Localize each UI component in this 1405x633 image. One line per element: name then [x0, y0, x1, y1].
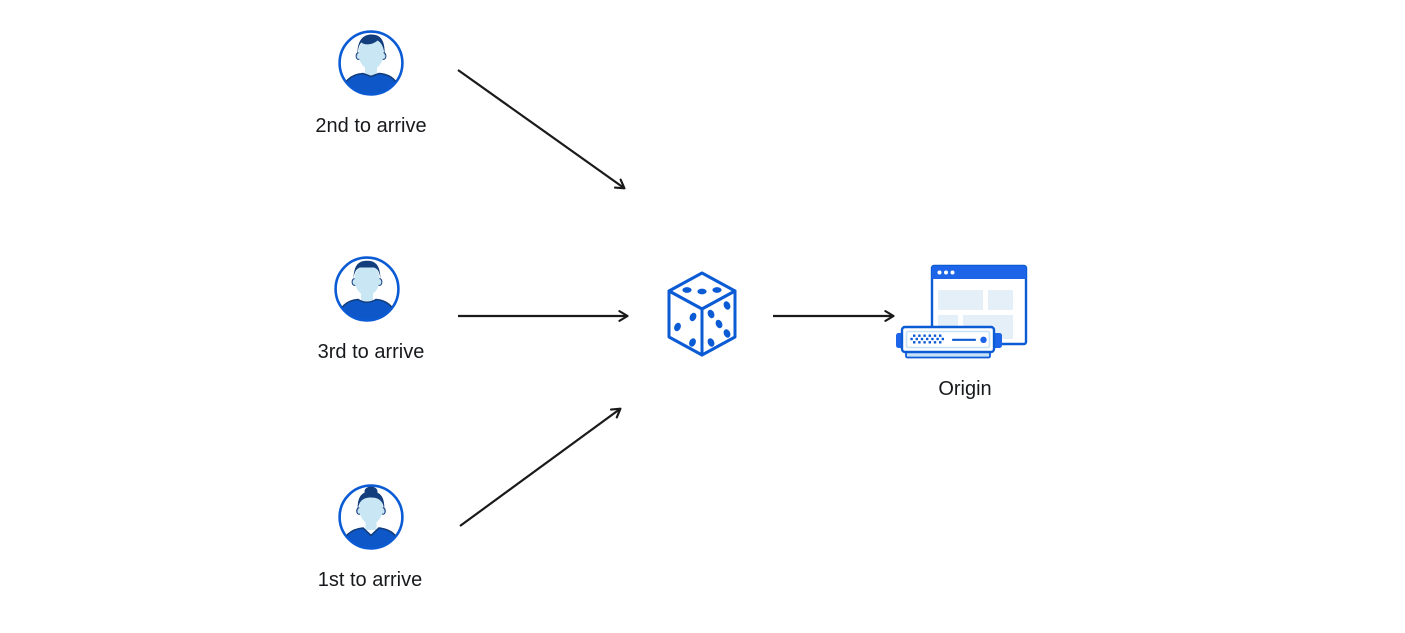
node-label-user-2nd: 2nd to arrive	[315, 115, 427, 137]
user-avatar-female-icon	[338, 484, 404, 550]
node-dice	[666, 269, 738, 366]
node-user-3rd-to-arrive: 3rd to arrive	[318, 255, 424, 363]
node-user-1st-to-arrive: 1st to arrive	[318, 483, 422, 591]
node-user-2nd-to-arrive: 2nd to arrive	[315, 29, 427, 137]
dice-pips	[674, 287, 731, 347]
arrow-user-bottom-to-dice	[459, 407, 622, 527]
server-vent-pattern	[910, 334, 944, 344]
origin-server-browser-icon	[896, 264, 1028, 359]
arrow-user-top-to-dice	[457, 69, 626, 190]
node-label-user-3rd: 3rd to arrive	[317, 341, 425, 363]
browser-window-icon	[930, 264, 1028, 346]
node-origin: Origin	[896, 264, 1028, 400]
node-label-user-1st: 1st to arrive	[317, 569, 423, 591]
user-avatar-male-swoop-icon	[338, 30, 404, 96]
node-label-origin: Origin	[938, 378, 992, 400]
dice-icon	[667, 271, 737, 357]
server-icon	[896, 325, 1002, 359]
user-avatar-male-icon	[334, 256, 400, 322]
